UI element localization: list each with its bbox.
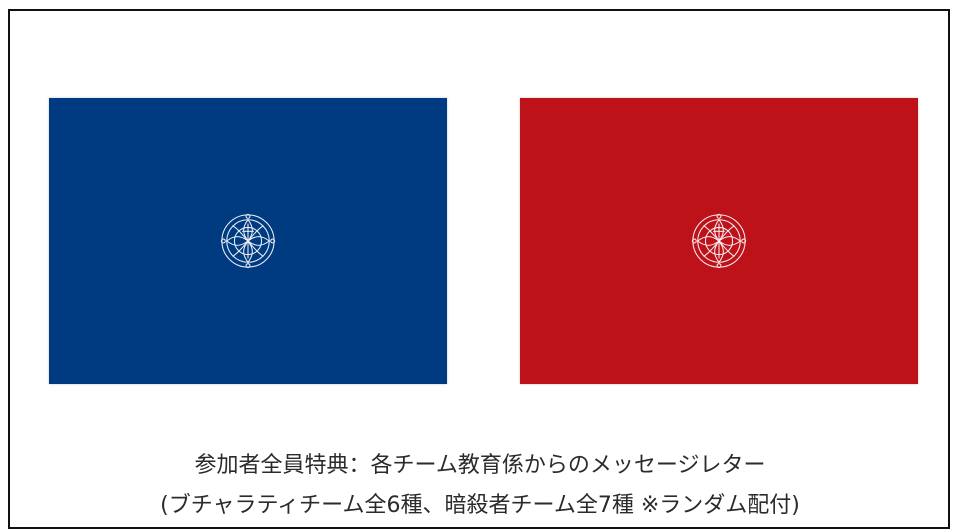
blue-letter-card [49,98,447,384]
caption-note: (ブチャラティチーム全6種、暗殺者チーム全7種 ※ランダム配付) [160,493,800,518]
red-letter-card [520,98,918,384]
caption-title: 参加者全員特典：各チーム教育係からのメッセージレター [194,453,766,478]
crest-seal-icon [690,212,748,270]
crest-seal-icon [219,212,277,270]
